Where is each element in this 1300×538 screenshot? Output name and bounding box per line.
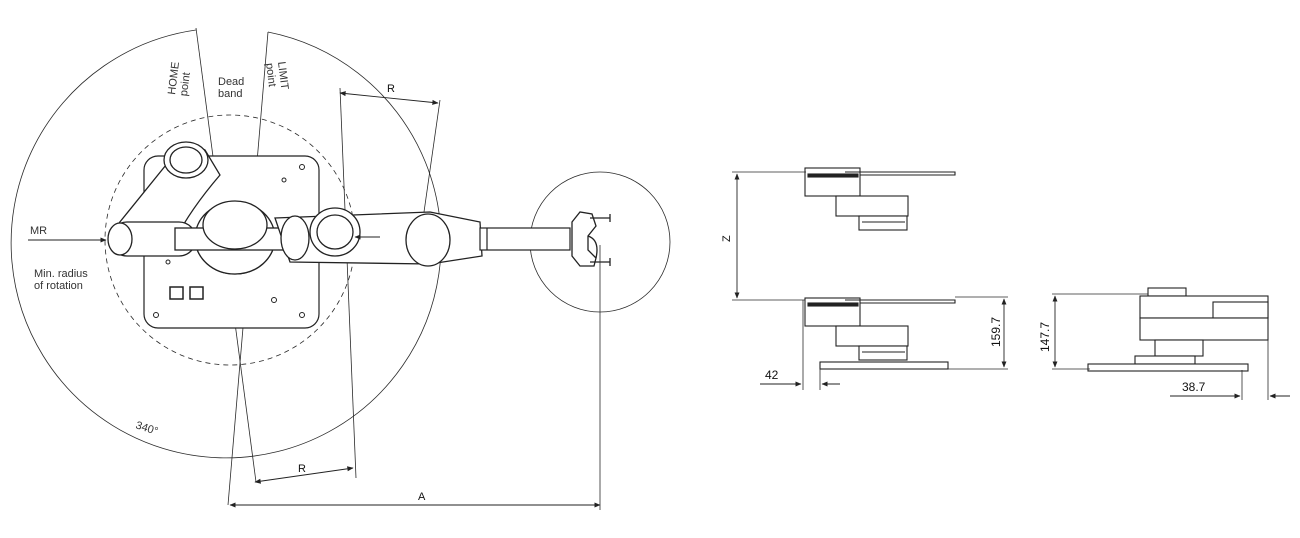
dead-band-line2: band <box>218 88 242 100</box>
dim-42: 42 <box>760 300 840 390</box>
central-joint <box>174 200 311 275</box>
dim-159: 159.7 <box>948 296 1008 370</box>
r-bottom-dimension <box>254 466 354 484</box>
home-point-line1: HOME <box>166 61 182 95</box>
arm-link-2 <box>274 207 483 267</box>
side-view-upper <box>804 167 956 231</box>
mr-label: MR <box>30 225 47 237</box>
r-bottom-label: R <box>298 463 306 475</box>
dead-band-line1: Dead <box>218 76 244 88</box>
a-label: A <box>418 491 426 503</box>
side-view-right <box>1087 287 1269 372</box>
angle-label: 340° <box>134 419 159 437</box>
mounting-holes <box>153 164 305 318</box>
work-range-arc <box>10 29 442 459</box>
dim-38-label: 38.7 <box>1182 380 1206 394</box>
gripper <box>571 211 611 267</box>
connector-port-2 <box>189 286 204 300</box>
r-line-left <box>339 87 357 479</box>
z-label: Z <box>721 235 733 242</box>
limit-point-line1: LIMIT <box>275 61 290 91</box>
dim-38: 38.7 <box>1170 318 1290 400</box>
dead-band-label: Dead band <box>218 76 247 100</box>
r-top-label: R <box>387 83 395 95</box>
side-view-lower <box>804 297 956 370</box>
arm-extension <box>479 227 571 251</box>
dim-147: 147.7 <box>1038 293 1148 370</box>
limit-point-line2: point <box>263 62 278 87</box>
z-dimension: Z <box>721 171 806 301</box>
dim-147-label: 147.7 <box>1038 322 1052 352</box>
dim-42-label: 42 <box>765 368 779 382</box>
home-point-label: HOME point <box>166 58 194 97</box>
dim-159-label: 159.7 <box>989 317 1003 347</box>
connector-port-1 <box>169 286 184 300</box>
min-radius-line2: of rotation <box>34 280 83 292</box>
top-view: HOME point Dead band LIMIT point R R A M… <box>10 27 671 510</box>
home-point-line2: point <box>178 72 193 97</box>
limit-point-label: LIMIT point <box>263 61 291 95</box>
min-radius-label: Min. radius of rotation <box>34 268 91 292</box>
r-top-dimension <box>339 91 439 105</box>
min-radius-line1: Min. radius <box>34 268 88 280</box>
